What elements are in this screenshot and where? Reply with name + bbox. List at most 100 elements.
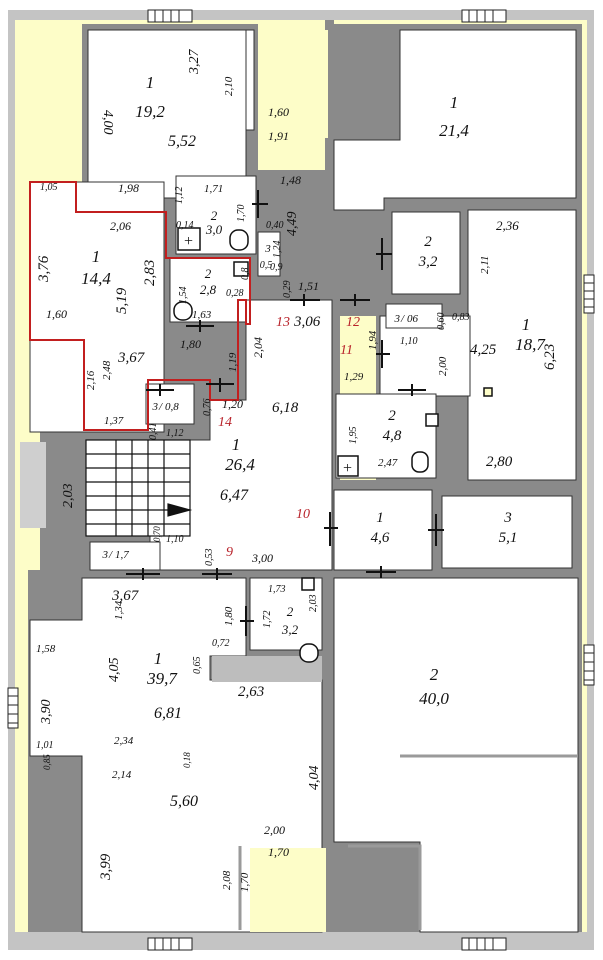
dimension-label: 0,14 xyxy=(176,220,194,231)
dimension-label: 0,76 xyxy=(202,399,213,417)
room-area: 4,8 xyxy=(383,428,402,444)
marker-icon xyxy=(483,387,493,397)
room-area: 3,2 xyxy=(418,254,438,270)
room-number: 2 xyxy=(424,234,432,250)
dimension-label: 0,72 xyxy=(212,638,230,649)
room-number: 3 xyxy=(264,243,271,255)
room-18-7 xyxy=(467,209,577,481)
dimension-label: 4,25 xyxy=(470,342,497,358)
dimension-label: 3,67 xyxy=(117,350,146,366)
dimension-label: 2,03 xyxy=(308,595,319,613)
room-number: 3 xyxy=(152,401,159,413)
partition-corridor xyxy=(348,844,422,930)
dimension-label: 1,63 xyxy=(192,309,212,321)
window-stripes xyxy=(8,10,594,950)
dimension-label: 1,20 xyxy=(222,397,243,411)
dimension-label: 1,48 xyxy=(280,173,301,187)
room-3-2 xyxy=(391,211,461,295)
stair-direction-arrow xyxy=(167,503,193,517)
dimension-label: 1,19 xyxy=(227,352,239,372)
dimension-label: 0,9 xyxy=(270,262,283,273)
windows xyxy=(7,9,595,951)
stair-landing xyxy=(20,442,46,528)
room-area: 5,1 xyxy=(499,530,518,546)
room-21-4 xyxy=(333,29,577,211)
dimension-label: 1,60 xyxy=(268,105,289,119)
fixtures: + + xyxy=(173,227,493,663)
dimension-label: 2,63 xyxy=(238,684,264,700)
door-marks xyxy=(126,190,444,636)
dimension-label: 0,70 xyxy=(152,526,162,542)
marker-number: 11 xyxy=(340,343,353,358)
highlight-outline xyxy=(29,181,251,431)
room-area: 14,4 xyxy=(81,269,111,288)
marker-number: 14 xyxy=(218,415,232,430)
dimension-label: 1,72 xyxy=(262,611,273,629)
dimension-label: 1,58 xyxy=(36,643,56,655)
dimension-label: 1,60 xyxy=(46,307,67,321)
room-4-6 xyxy=(333,489,433,571)
dimension-label: 3,99 xyxy=(98,853,114,881)
room-area: 26,4 xyxy=(225,455,255,474)
dimension-label: 1,71 xyxy=(204,183,223,195)
dimension-label: 1,80 xyxy=(180,337,201,351)
dimension-label: 0,41 xyxy=(148,423,159,441)
dimension-label: 4,00 xyxy=(100,110,115,135)
window-right-lower xyxy=(583,644,595,686)
stair xyxy=(20,439,193,537)
dimension-label: 2,36 xyxy=(496,218,519,233)
room-number: 1 xyxy=(450,93,459,112)
toilet-icon xyxy=(411,451,429,473)
dimension-label: 4,04 xyxy=(307,766,322,791)
dimension-label: 1,54 xyxy=(178,287,189,305)
dimension-label: 3,76 xyxy=(36,255,52,283)
dimension-label: 1,24 xyxy=(272,241,283,259)
shower-icon xyxy=(177,227,201,251)
dimension-label: 3,90 xyxy=(39,700,54,726)
closet-0-5 xyxy=(257,231,281,277)
dimension-label: 2,00 xyxy=(264,823,285,837)
window-top-right xyxy=(461,9,507,23)
toilet-icon xyxy=(299,643,319,663)
dimension-label: 3,06 xyxy=(293,314,321,330)
room-area: 3,2 xyxy=(281,622,299,637)
room-number: 2 xyxy=(287,604,294,619)
marker-number: 10 xyxy=(296,507,310,522)
dimension-label: 1,37 xyxy=(104,415,124,427)
yellow-niche-top xyxy=(258,30,328,138)
dimension-label: 0,29 xyxy=(282,281,293,299)
dimension-label: 2,16 xyxy=(85,370,97,390)
room-area-slash: / xyxy=(400,313,405,325)
dimension-label: 1,05 xyxy=(40,182,58,193)
room-number: 3 xyxy=(394,313,401,325)
room-number: 1 xyxy=(146,73,155,92)
dimension-label: 1,12 xyxy=(174,187,185,205)
room-number: 2 xyxy=(205,266,212,281)
dimension-label: 1,73 xyxy=(268,584,286,595)
marker-number: 13 xyxy=(276,315,290,330)
room-number: 1 xyxy=(92,247,101,266)
dimension-label: 1,10 xyxy=(166,534,184,545)
shower-icon-glyph: + xyxy=(343,460,352,477)
marker-number: 9 xyxy=(226,545,233,560)
room-area-slash: / xyxy=(158,401,163,413)
window-top-left xyxy=(147,9,193,23)
room-19-2 xyxy=(87,29,247,199)
dimension-label: 1,70 xyxy=(239,872,251,892)
dimension-label: 2,06 xyxy=(110,219,131,233)
yellow-niche-bottom xyxy=(250,848,326,932)
room-number: 1 xyxy=(232,435,241,454)
marker-number: 12 xyxy=(346,315,360,330)
room-number: 3 xyxy=(102,549,109,561)
room-area: 4,6 xyxy=(371,530,390,546)
partitions xyxy=(238,754,578,930)
room-19-2-extension xyxy=(245,29,255,131)
closet-06 xyxy=(385,303,443,329)
sink-icon xyxy=(425,413,439,427)
dimension-label: 0,40 xyxy=(266,220,284,231)
dimension-label: 0,85 xyxy=(42,754,52,770)
dimension-label: 1,94 xyxy=(367,330,379,350)
dimension-label: 5,60 xyxy=(170,793,198,810)
dimension-label: 1,80 xyxy=(223,606,235,626)
